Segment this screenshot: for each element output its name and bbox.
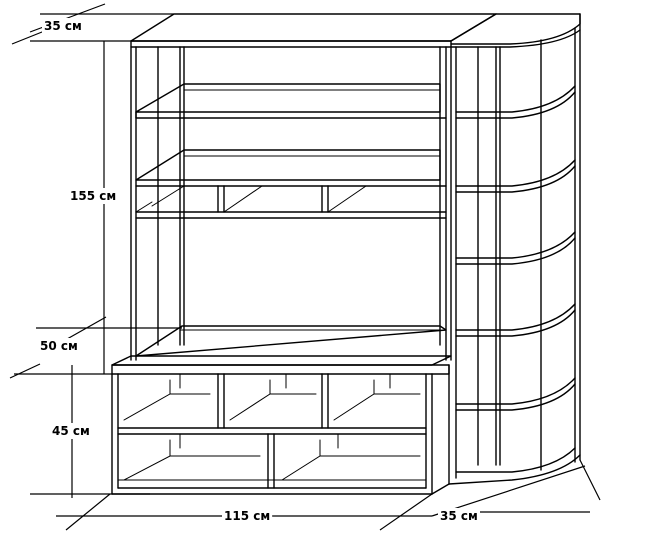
label-backdrop: [50, 423, 92, 439]
label-backdrop: [222, 508, 273, 524]
upper-cabinet: [130, 13, 497, 361]
label-backdrop: [68, 188, 119, 204]
corner-shelf-3: [455, 231, 576, 265]
label-backdrop: [38, 338, 80, 354]
base-unit: [111, 355, 452, 495]
label-depth-corner: 35 см: [440, 509, 478, 523]
corner-shelf-unit: [448, 13, 581, 485]
dimension-labels: 35 см 155 см 50 см 45 см 115 см 35 см: [38, 18, 480, 524]
corner-shelf-bottom: [448, 447, 581, 485]
label-backdrop: [438, 508, 480, 524]
label-backdrop: [42, 18, 84, 34]
dimension-lines: [9, 3, 601, 531]
corner-shelf-4: [455, 303, 576, 337]
corner-shelf-1: [455, 85, 576, 119]
label-height-base: 45 см: [52, 424, 90, 438]
corner-shelf-5: [455, 377, 576, 411]
label-width-main: 115 см: [224, 509, 270, 523]
corner-shelf-2: [455, 159, 576, 193]
label-height-tv-niche: 50 см: [40, 339, 78, 353]
label-depth-top: 35 см: [44, 19, 82, 33]
label-height-total: 155 см: [70, 189, 116, 203]
